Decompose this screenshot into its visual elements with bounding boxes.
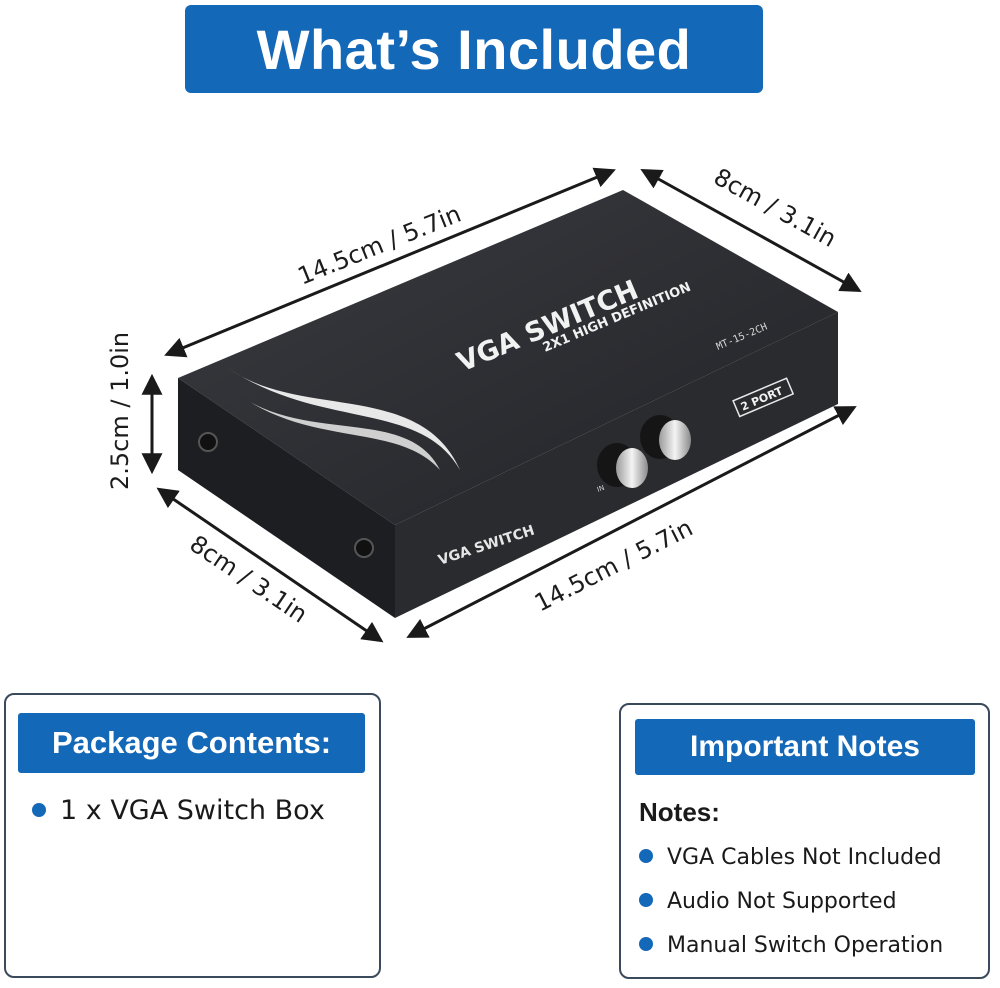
screw-icon xyxy=(198,432,218,452)
package-contents-header: Package Contents: xyxy=(18,713,365,773)
dimension-arrow-bottom-width xyxy=(156,487,384,643)
bullet-icon xyxy=(639,849,653,863)
bullet-icon xyxy=(639,937,653,951)
swoosh-decoration-2 xyxy=(250,402,440,470)
dimension-arrow-bottom-length xyxy=(406,406,857,638)
dimension-arrow-top-length xyxy=(164,167,616,358)
list-item: 1 x VGA Switch Box xyxy=(32,795,325,826)
swoosh-decoration xyxy=(228,368,460,470)
vga-switch-device: VGA SWITCH 2X1 HIGH DEFINITION MT-15-2CH… xyxy=(178,190,838,618)
important-notes-header: Important Notes xyxy=(635,719,975,775)
list-item: VGA Cables Not Included xyxy=(639,845,942,870)
bullet-icon xyxy=(639,893,653,907)
package-contents-box: Package Contents: 1 x VGA Switch Box xyxy=(4,693,381,978)
dimension-arrow-top-width xyxy=(640,168,862,293)
product-illustration: VGA SWITCH 2X1 HIGH DEFINITION MT-15-2CH… xyxy=(106,163,862,643)
package-contents-title: Package Contents: xyxy=(51,725,332,760)
dimension-label-top-width: 8cm / 3.1in xyxy=(709,163,841,253)
dimension-label-height: 2.5cm / 1.0in xyxy=(106,332,134,490)
notes-subheader: Notes: xyxy=(639,797,720,827)
title-banner: What’s Included xyxy=(185,5,763,93)
bullet-icon xyxy=(32,802,46,817)
screw-icon xyxy=(354,538,374,558)
list-item: Audio Not Supported xyxy=(639,889,897,914)
list-item: Manual Switch Operation xyxy=(639,933,943,958)
important-notes-box: Important Notes Notes: VGA Cables Not In… xyxy=(619,703,990,979)
page-title: What’s Included xyxy=(256,17,692,81)
important-notes-title: Important Notes xyxy=(689,730,920,763)
